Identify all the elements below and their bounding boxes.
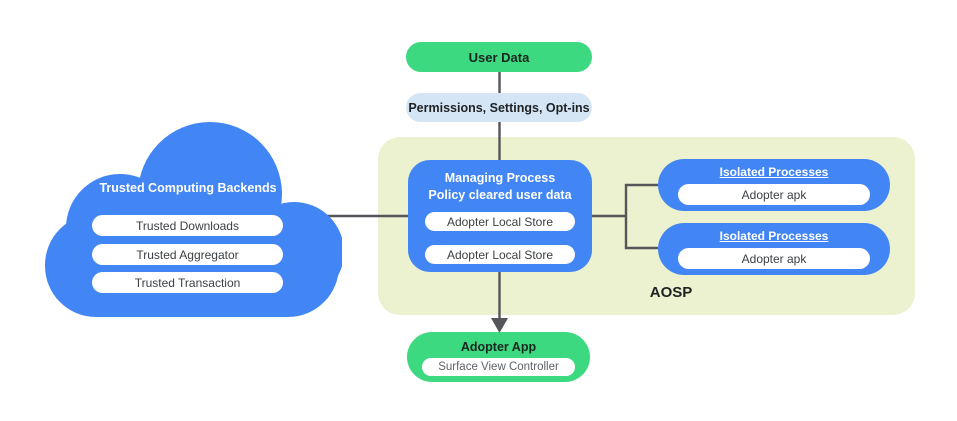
cloud-item-trusted-aggregator: Trusted Aggregator <box>92 244 283 265</box>
managing-process-node: Managing Process Policy cleared user dat… <box>408 160 592 272</box>
adopter-app-node: Adopter App Surface View Controller <box>407 332 590 382</box>
adopter-local-store-1: Adopter Local Store <box>425 212 575 231</box>
permissions-settings-optins-node: Permissions, Settings, Opt-ins <box>406 93 592 122</box>
managing-process-title-line1: Managing Process <box>444 171 556 185</box>
user-data-node: User Data <box>406 42 592 72</box>
arrowhead-down-icon <box>491 318 508 333</box>
adopter-apk-2: Adopter apk <box>678 248 870 269</box>
cloud-title: Trusted Computing Backends <box>99 181 277 195</box>
isolated-process-node-1: Isolated Processes Adopter apk <box>658 159 890 211</box>
isolated-process-title-2: Isolated Processes <box>719 229 829 243</box>
cloud-item-trusted-downloads: Trusted Downloads <box>92 215 283 236</box>
adopter-apk-1: Adopter apk <box>678 184 870 205</box>
aosp-label: AOSP <box>649 284 693 301</box>
adopter-local-store-2: Adopter Local Store <box>425 245 575 264</box>
managing-process-title: Managing Process Policy cleared user dat… <box>408 170 592 204</box>
managing-process-title-line2: Policy cleared user data <box>428 188 572 202</box>
adopter-app-title: Adopter App <box>460 340 537 354</box>
isolated-process-title-1: Isolated Processes <box>719 165 829 179</box>
surface-view-controller: Surface View Controller <box>422 358 575 376</box>
cloud-item-trusted-transaction: Trusted Transaction <box>92 272 283 293</box>
isolated-process-node-2: Isolated Processes Adopter apk <box>658 223 890 275</box>
